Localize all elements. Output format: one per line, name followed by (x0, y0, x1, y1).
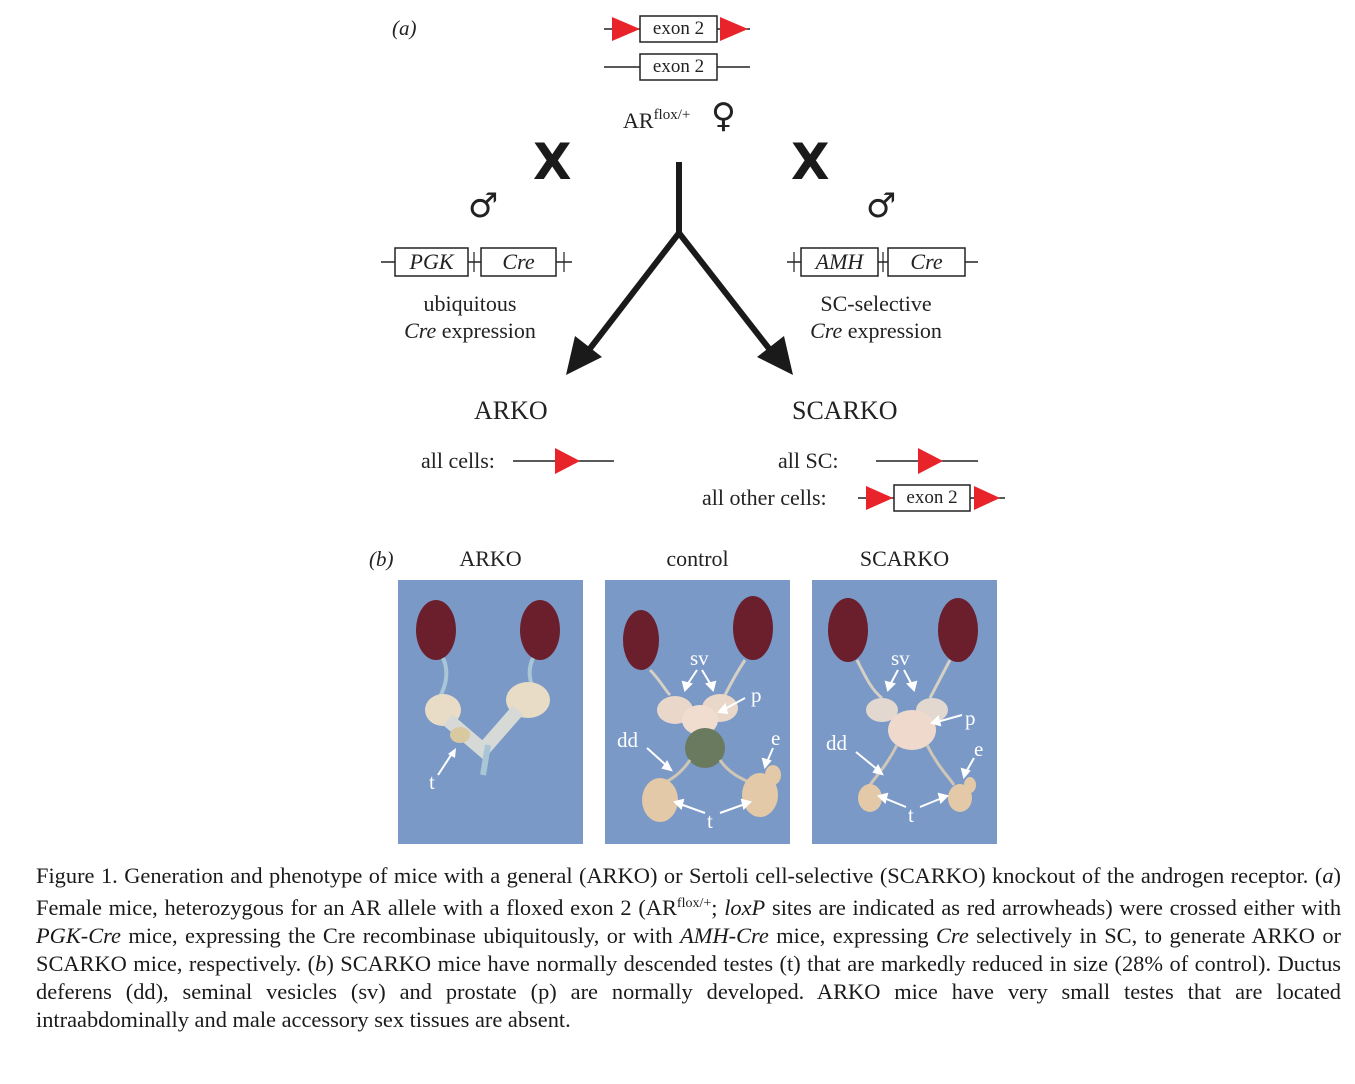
scarko-label-t: t (908, 803, 914, 827)
scarko-other-label: all other cells: (702, 485, 827, 510)
cross-right: X (791, 133, 830, 191)
left-desc-line2: Cre expression (404, 318, 536, 343)
loxp-arrowhead-icon (918, 448, 943, 474)
amh-cre-construct (787, 247, 978, 277)
top-exon-label: exon 2 (652, 18, 705, 39)
scarko-label-p: p (965, 706, 976, 730)
pgk-cre-construct (381, 247, 572, 277)
control-label-e: e (771, 726, 781, 750)
scarko-label-e: e (974, 737, 984, 761)
scarko-label-sv: sv (891, 646, 910, 670)
panel-a-label: (a) (392, 16, 417, 40)
loxp-arrowhead-icon (866, 486, 893, 510)
scarko-arrows (855, 669, 975, 808)
scarko-title: SCARKO (792, 396, 898, 425)
control-label-sv: sv (690, 646, 709, 670)
loxp-arrowhead-icon (555, 448, 580, 474)
arko-deleted-allele (513, 448, 614, 474)
pgk-label: PGK (409, 249, 454, 274)
wildtype-construct (604, 53, 750, 81)
second-exon-label: exon 2 (652, 56, 705, 77)
scarko-sc-label: all SC: (778, 448, 839, 473)
control-arrows (646, 669, 774, 814)
panel-b-label: (b) (369, 547, 394, 571)
control-label-t: t (707, 809, 713, 833)
amh-label: AMH (815, 249, 864, 274)
arko-allele-label: all cells: (421, 448, 495, 473)
photo-scarko: sv p dd e t (812, 580, 997, 844)
left-cre-label: Cre (502, 249, 535, 274)
loxp-arrowhead-icon (612, 17, 640, 41)
arrowhead-right-icon (757, 336, 793, 375)
cross-arrows (566, 162, 793, 375)
floxed-construct (604, 15, 750, 43)
male-right-symbol-icon: ♂ (866, 186, 897, 226)
photo-arko: t (398, 580, 583, 844)
scarko-sc-allele (876, 448, 978, 474)
scarko-other-allele (858, 484, 1005, 512)
male-left-symbol-icon: ♂ (468, 186, 499, 226)
right-desc-line2: Cre expression (810, 318, 942, 343)
female-genotype: ARflox/+ (623, 107, 691, 133)
left-desc-line1: ubiquitous (423, 291, 517, 316)
right-desc-line1: SC-selective (820, 291, 932, 316)
arrowhead-left-icon (566, 336, 602, 375)
column-title-scarko: SCARKO (859, 546, 950, 571)
loxp-arrowhead-icon (720, 17, 748, 41)
cross-left: X (533, 133, 572, 191)
scarko-label-dd: dd (826, 731, 847, 755)
figure-caption: Figure 1. Generation and phenotype of mi… (36, 863, 1342, 1032)
photo-control: sv p dd e t (605, 580, 790, 844)
control-label-dd: dd (617, 728, 638, 752)
female-symbol-icon: ♀ (711, 96, 736, 136)
column-title-arko: ARKO (459, 546, 522, 571)
column-title-control: control (666, 546, 729, 571)
scarko-other-exon-label: exon 2 (906, 487, 958, 508)
arko-title: ARKO (474, 396, 548, 425)
control-label-p: p (751, 683, 762, 707)
right-cre-label: Cre (910, 249, 943, 274)
arko-label-t: t (429, 770, 435, 794)
loxp-arrowhead-icon (974, 486, 1000, 510)
